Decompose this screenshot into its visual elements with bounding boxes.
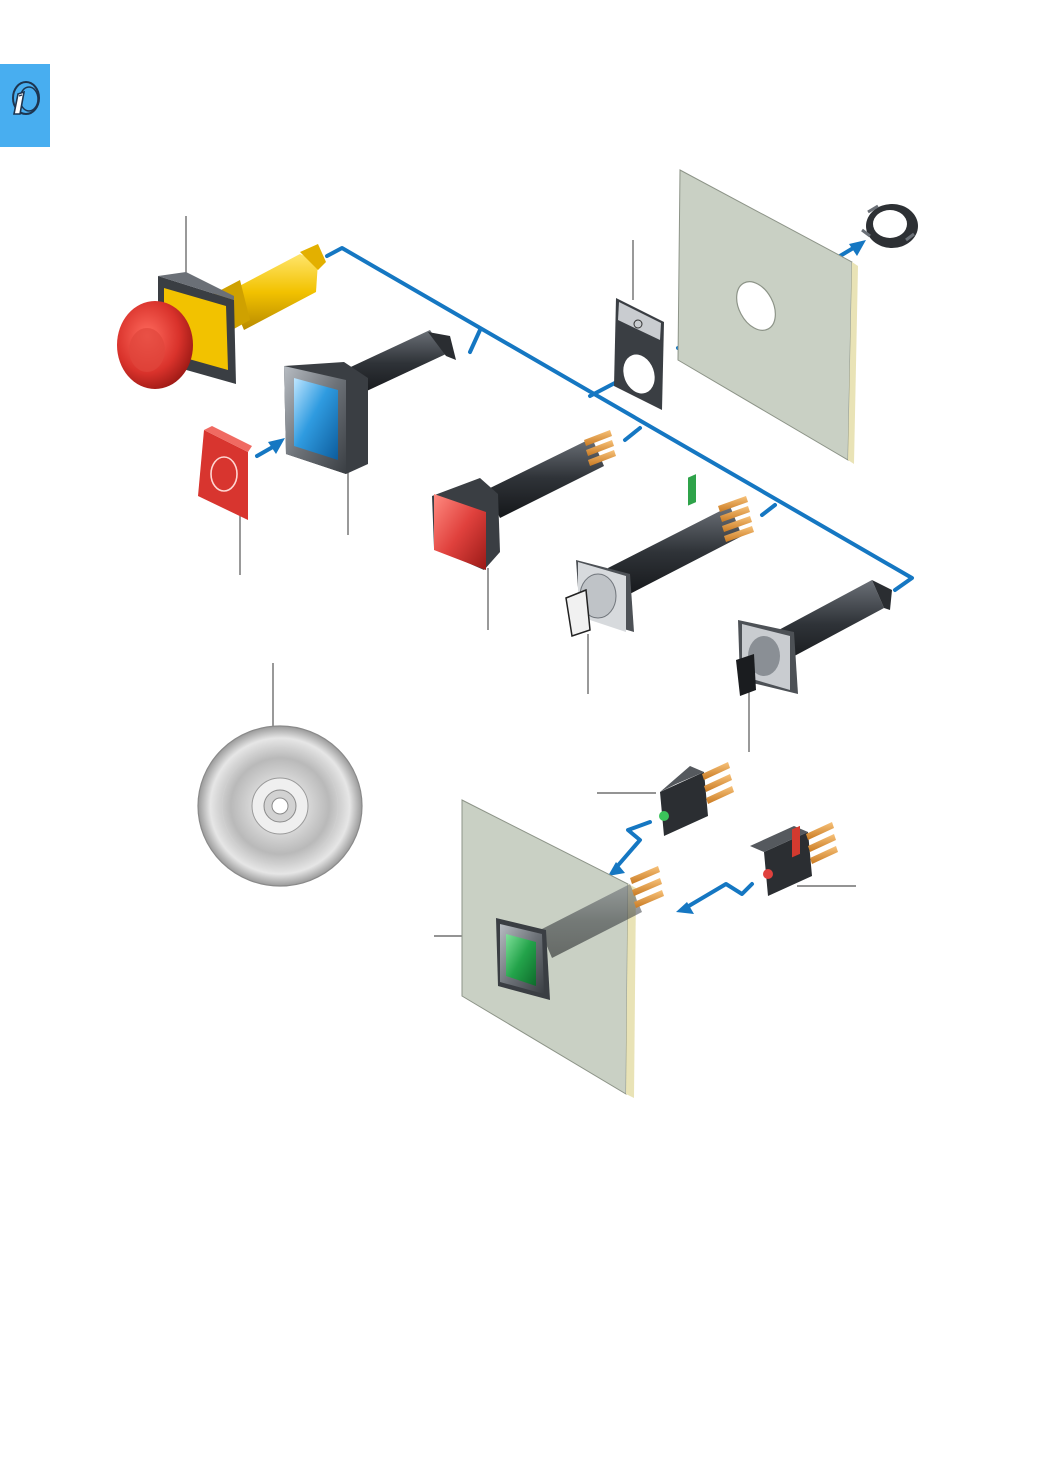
branch-tick <box>760 503 777 517</box>
arrow-head <box>268 438 285 454</box>
emergency-stop-pushbutton <box>117 244 326 389</box>
legend-label-plate <box>198 426 252 520</box>
leader-lines <box>185 216 856 937</box>
key-operated-selector-switch <box>736 580 892 696</box>
arrow-head <box>608 862 625 876</box>
fixing-nut <box>861 204 918 248</box>
zigzag-to-contact <box>680 882 754 912</box>
selector-switch-icon <box>12 81 40 115</box>
contact-pins <box>702 762 734 804</box>
indication-plate <box>614 298 664 410</box>
branch-tick <box>623 426 642 442</box>
contact-pins <box>584 430 616 466</box>
mounted-pushbutton-green <box>496 866 664 1000</box>
arrow-head <box>676 902 694 914</box>
contact-pins <box>630 866 664 908</box>
main-connector-line <box>325 246 914 592</box>
arrow-head <box>849 240 866 256</box>
selector-switch-lever <box>565 496 754 637</box>
mounting-panel-top <box>677 169 858 464</box>
contact-block-green <box>659 474 734 836</box>
zigzag-to-panel <box>612 820 652 872</box>
contact-pins <box>806 822 838 864</box>
branch-tick <box>468 328 482 354</box>
cd-rom <box>197 725 363 887</box>
square-illuminated-pushbutton-blue <box>284 330 456 474</box>
contact-pins <box>718 496 754 542</box>
contact-block-red <box>750 822 838 896</box>
square-illuminated-pushbutton-red <box>432 430 616 570</box>
section-tab <box>0 64 50 147</box>
